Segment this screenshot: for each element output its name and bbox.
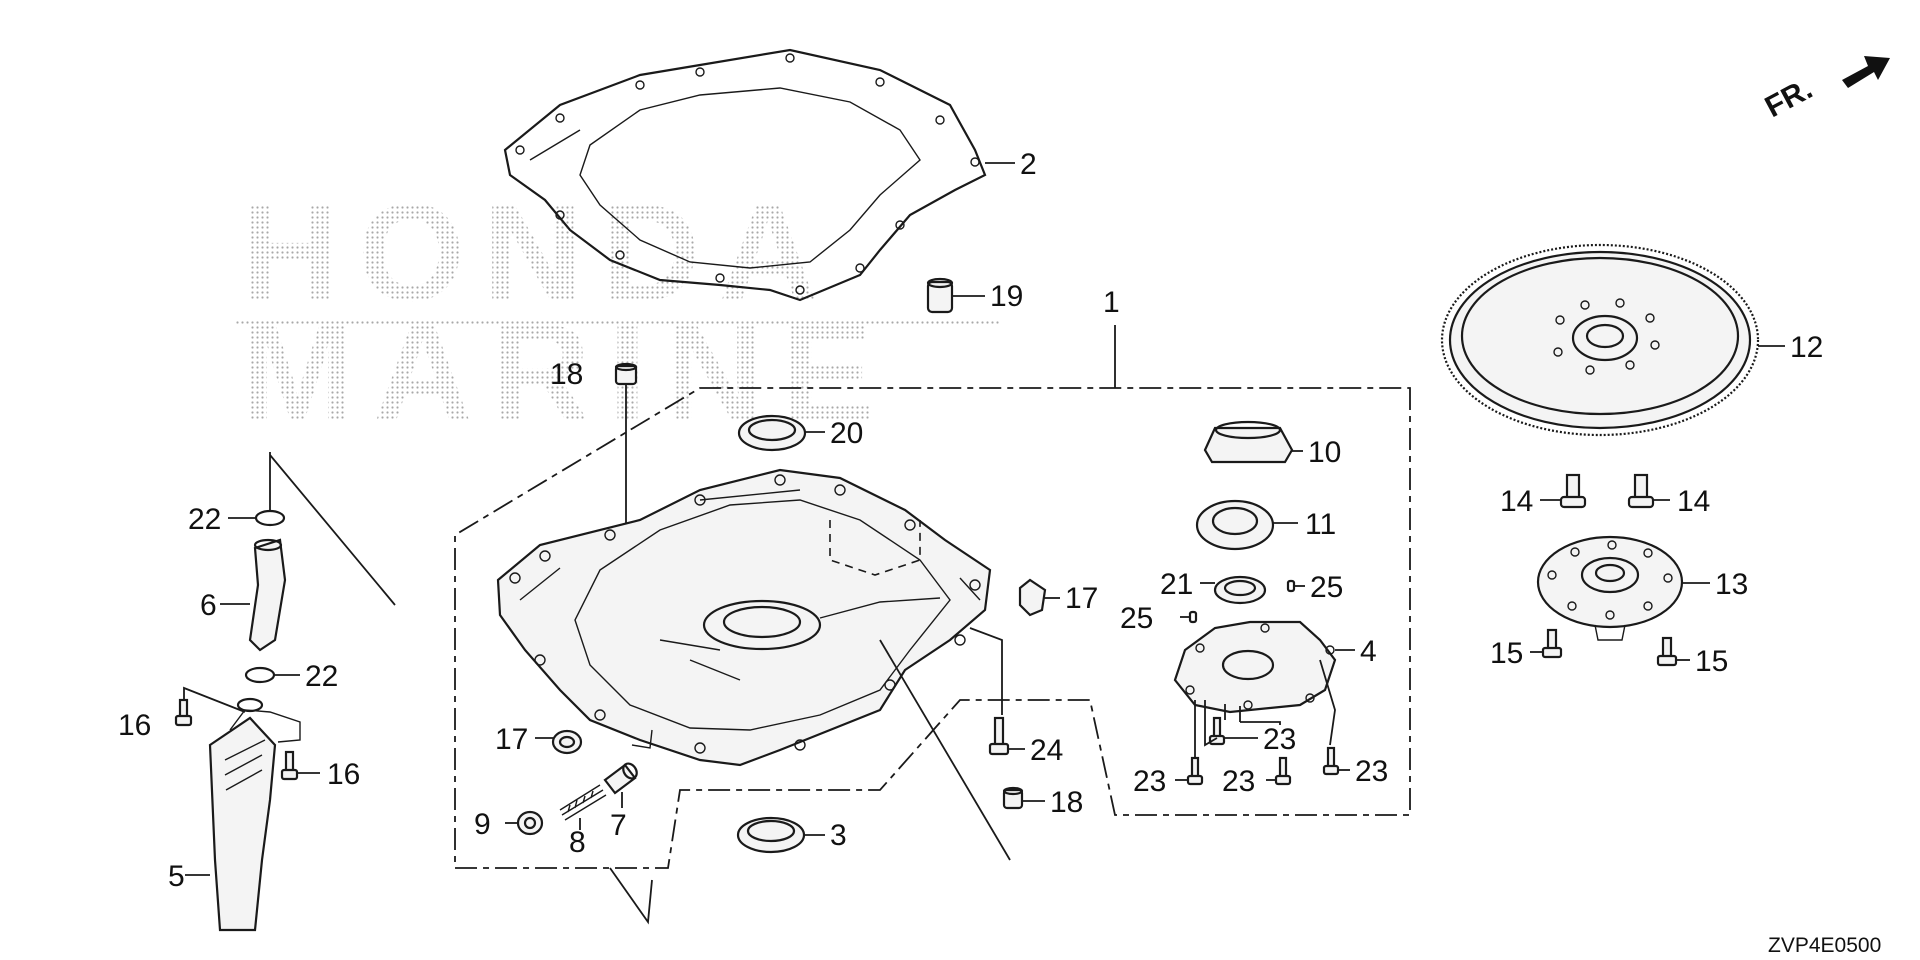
bolt-part-24 — [988, 716, 1010, 756]
callout-9: 9 — [474, 808, 491, 841]
oil-pump-rotor-part-11 — [1195, 499, 1275, 551]
callout-20: 20 — [830, 417, 863, 450]
callout-3: 3 — [830, 819, 847, 852]
front-direction-label: FR. — [1760, 72, 1818, 124]
plunger-part-7 — [603, 762, 638, 795]
callout-24: 24 — [1030, 734, 1063, 767]
callout-25-right: 25 — [1310, 571, 1343, 604]
strainer-part-5 — [208, 697, 301, 932]
flywheel-part-12 — [1440, 243, 1760, 437]
gasket-part-2 — [503, 48, 987, 302]
watermark-line1: HONDA — [240, 176, 836, 330]
front-direction-arrow: FR. — [1760, 56, 1890, 124]
callout-23-d: 23 — [1355, 755, 1388, 788]
callout-15-left: 15 — [1490, 637, 1523, 670]
seal-bolt-part-9 — [516, 810, 544, 836]
diagram-code: ZVP4E0500 — [1768, 934, 1881, 957]
spring-part-8 — [559, 784, 607, 821]
dowel-pin-part-19 — [926, 277, 954, 314]
callout-14-right: 14 — [1677, 485, 1710, 518]
callout-1: 1 — [1103, 286, 1120, 319]
plug-part-17-left — [551, 729, 583, 755]
callout-15-right: 15 — [1695, 645, 1728, 678]
oil-seal-part-21 — [1213, 575, 1267, 605]
callout-19: 19 — [990, 280, 1023, 313]
callout-17-left: 17 — [495, 723, 528, 756]
callout-18-top: 18 — [550, 358, 583, 391]
bolt-part-14-right — [1627, 473, 1655, 509]
callout-22-bottom: 22 — [305, 660, 338, 693]
callout-6: 6 — [200, 589, 217, 622]
pipe-part-6 — [248, 538, 287, 652]
callout-7: 7 — [610, 809, 627, 842]
callout-22-top: 22 — [188, 503, 221, 536]
pin-part-25-left — [1188, 610, 1198, 624]
bolt-part-16-left — [174, 698, 193, 727]
callout-16-left: 16 — [118, 709, 151, 742]
bolt-part-23-c — [1274, 756, 1292, 786]
dowel-pin-part-18-bottom — [1002, 786, 1024, 810]
pin-part-25-right — [1286, 579, 1296, 593]
oil-pump-gear-part-10 — [1203, 420, 1294, 464]
bearing-housing-main — [496, 468, 992, 767]
drive-plate-part-13 — [1536, 535, 1684, 641]
o-ring-part-22-bottom — [244, 666, 276, 684]
callout-25-left: 25 — [1120, 602, 1153, 635]
bolt-part-23-b — [1186, 756, 1204, 786]
bolt-part-16-right — [280, 750, 299, 781]
o-ring-part-22-top — [254, 509, 286, 527]
dowel-pin-part-18-top — [614, 362, 638, 386]
callout-12: 12 — [1790, 331, 1823, 364]
arrow-right-icon — [1842, 56, 1890, 88]
bolt-part-15-right — [1656, 636, 1678, 667]
callout-2: 2 — [1020, 148, 1037, 181]
callout-14-left: 14 — [1500, 485, 1533, 518]
oil-seal-part-20 — [737, 414, 807, 452]
bolt-part-23-d — [1322, 746, 1340, 776]
callout-8: 8 — [569, 826, 586, 859]
callout-17-right: 17 — [1065, 582, 1098, 615]
bolt-part-14-left — [1559, 473, 1587, 509]
callout-4: 4 — [1360, 635, 1377, 668]
watermark: HONDA MARINE — [235, 176, 1000, 450]
callout-13: 13 — [1715, 568, 1748, 601]
callout-16-right: 16 — [327, 758, 360, 791]
callout-23-a: 23 — [1263, 723, 1296, 756]
callout-21: 21 — [1160, 568, 1193, 601]
callout-23-b: 23 — [1133, 765, 1166, 798]
callout-18-bottom: 18 — [1050, 786, 1083, 819]
callout-23-c: 23 — [1222, 765, 1255, 798]
plug-part-17-right — [1018, 578, 1047, 617]
oil-seal-part-3 — [736, 816, 806, 854]
callout-5: 5 — [168, 860, 185, 893]
bolt-part-15-left — [1541, 628, 1563, 659]
oil-pump-cover-part-4 — [1173, 620, 1337, 714]
callout-11: 11 — [1305, 508, 1336, 541]
callout-10: 10 — [1308, 436, 1341, 469]
